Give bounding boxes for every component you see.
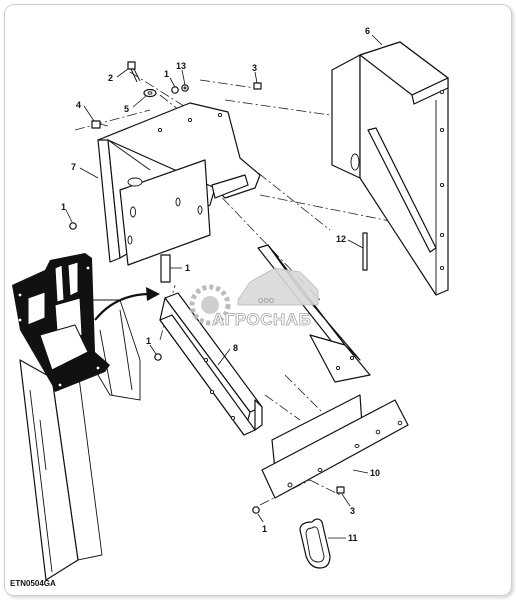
callout-labels: 6 2 1 13 3 5 4 7 1 12 1 1 8 10 3 1 11 [61, 26, 380, 543]
part-6-cover-panel [331, 41, 449, 296]
callout-1: 1 [146, 336, 151, 346]
callout-2: 2 [108, 73, 113, 83]
callout-3: 3 [252, 63, 257, 73]
part-10-plate [261, 394, 409, 499]
callout-7: 7 [71, 162, 76, 172]
callout-4: 4 [76, 100, 81, 110]
callout-11: 11 [348, 533, 358, 543]
callout-1: 1 [61, 202, 66, 212]
callout-5: 5 [124, 104, 129, 114]
machine-frame-assembly [12, 253, 141, 581]
part-7-main-bracket [97, 102, 261, 266]
callout-12: 12 [336, 234, 346, 244]
callout-1: 1 [164, 69, 169, 79]
assembly-arrow [94, 287, 160, 321]
part-8-channel [159, 292, 263, 436]
watermark-brand: АГРОСНАБ [212, 310, 311, 329]
figure-code: ETN0504GA [10, 579, 56, 588]
callout-1: 1 [262, 524, 267, 534]
callout-3: 3 [350, 506, 355, 516]
callout-leaders [65, 34, 383, 539]
callout-10: 10 [370, 468, 380, 478]
callout-1: 1 [185, 263, 190, 273]
highlighted-bracket [12, 253, 110, 392]
part-11-grommet [299, 518, 331, 569]
callout-8: 8 [233, 343, 238, 353]
callout-13: 13 [176, 61, 186, 71]
watermark-prefix: ООО [258, 298, 275, 305]
callout-6: 6 [365, 26, 370, 36]
agrosnab-watermark: ООО АГРОСНАБ [189, 267, 319, 329]
